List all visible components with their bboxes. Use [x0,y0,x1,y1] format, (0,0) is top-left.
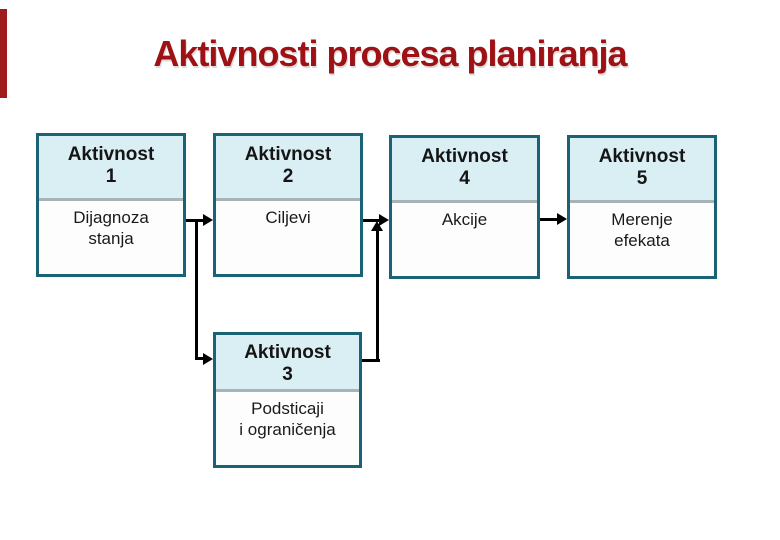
box-1-body: Dijagnoza stanja [39,201,183,274]
box-1-body-line2: stanja [88,228,134,248]
box-3-header-label: Aktivnost [244,342,331,363]
connector-2-4-arrowhead-icon [379,214,389,226]
connector-3-4-arrowhead-icon [371,221,383,231]
box-1-header: Aktivnost 1 [39,136,183,201]
box-5-header-label: Aktivnost [598,146,686,167]
red-accent-bar [0,9,7,98]
connector-1-3-vertical-line [195,219,198,360]
box-2-header: Aktivnost 2 [216,136,360,201]
box-1-body-line1: Dijagnoza [73,207,149,227]
connector-1-3-horizontal-line [195,357,204,360]
box-4-header-number: 4 [459,168,470,189]
box-5-body-line2: efekata [614,230,670,250]
box-2-header-number: 2 [282,166,294,187]
box-5-header-number: 5 [636,168,648,189]
flow-box-aktivnost-3: Aktivnost 3 Podsticaji i ograničenja [213,332,362,468]
connector-2-4-line [363,219,380,222]
box-1-header-label: Aktivnost [67,144,155,165]
box-2-header-label: Aktivnost [244,144,332,165]
connector-4-5-arrowhead-icon [557,213,567,225]
connector-3-4-vertical-line [376,229,379,362]
box-4-header: Aktivnost 4 [392,138,537,203]
box-3-header-number: 3 [282,364,293,385]
flow-box-aktivnost-4: Aktivnost 4 Akcije [389,135,540,279]
box-2-body-line1: Ciljevi [265,207,311,227]
connector-4-5-line [540,218,558,221]
connector-3-4-horizontal-line [362,359,380,362]
box-2-body: Ciljevi [216,201,360,274]
box-3-body-line2: i ograničenja [239,419,336,439]
box-5-header: Aktivnost 5 [570,138,714,203]
box-4-body: Akcije [392,203,537,276]
connector-1-2-arrowhead-icon [203,214,213,226]
connector-1-3-arrowhead-icon [203,353,213,365]
box-5-body: Merenje efekata [570,203,714,276]
box-5-body-line1: Merenje [611,209,673,229]
box-3-body: Podsticaji i ograničenja [216,392,359,465]
box-3-header: Aktivnost 3 [216,335,359,392]
flow-box-aktivnost-2: Aktivnost 2 Ciljevi [213,133,363,277]
flow-box-aktivnost-5: Aktivnost 5 Merenje efekata [567,135,717,279]
box-1-header-number: 1 [105,166,117,187]
box-3-body-line1: Podsticaji [251,398,324,418]
box-4-body-line1: Akcije [441,209,488,229]
box-4-header-label: Aktivnost [421,146,508,167]
flow-box-aktivnost-1: Aktivnost 1 Dijagnoza stanja [36,133,186,277]
slide-title: Aktivnosti procesa planiranja [153,33,627,74]
